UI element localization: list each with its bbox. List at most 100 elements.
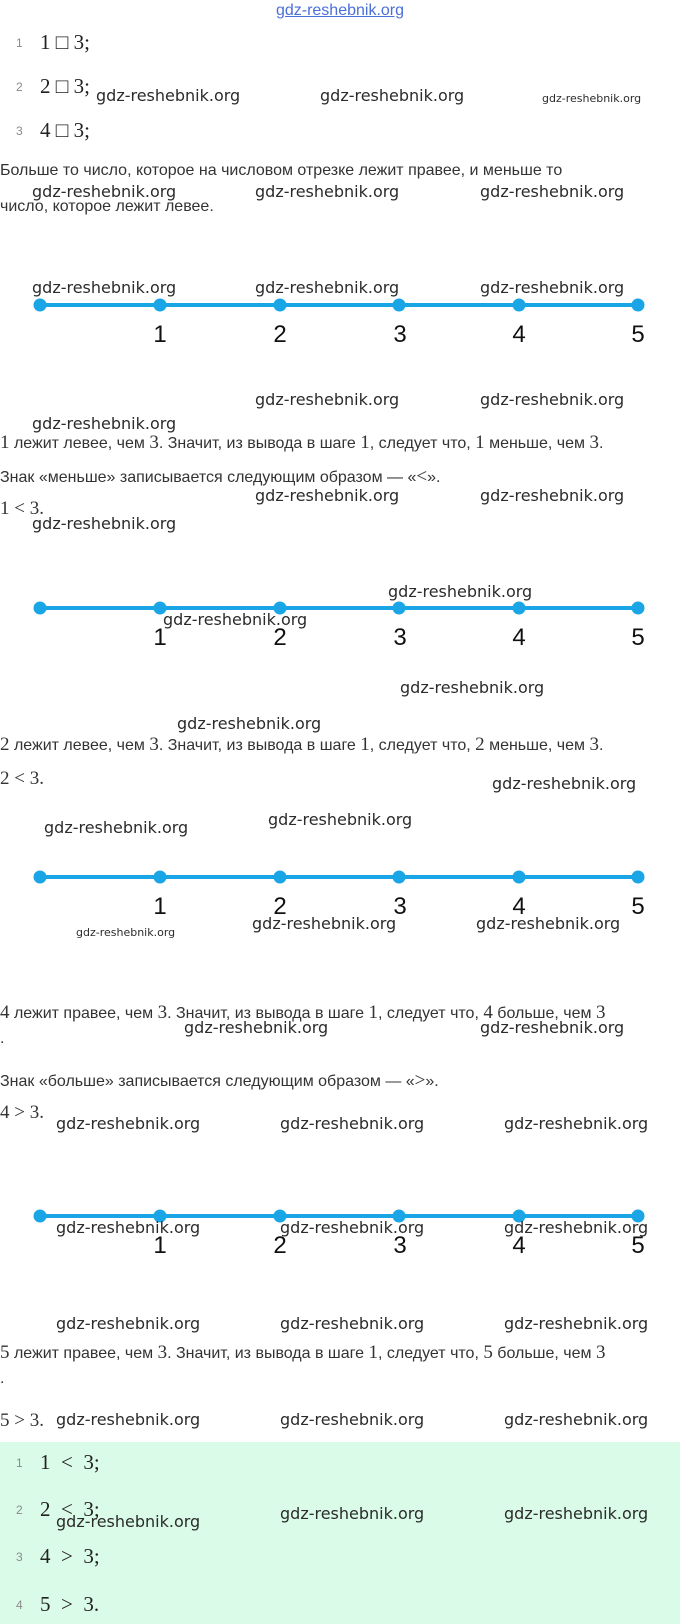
watermark: gdz-reshebnik.org (280, 1114, 425, 1133)
watermark: gdz-reshebnik.org (255, 278, 400, 297)
number-line-point (631, 870, 645, 884)
line-number: 1 (16, 36, 23, 50)
watermark: gdz-reshebnik.org (96, 86, 241, 105)
number-line-label: 3 (393, 1232, 407, 1259)
watermark: gdz-reshebnik.org (32, 278, 177, 297)
line-number: 2 (16, 80, 23, 94)
step2-explanation: 2 лежит левее, чем 3. Значит, из вывода … (0, 734, 604, 755)
line-number: 1 (16, 1456, 23, 1470)
task-expression: 4 □ 3; (40, 118, 91, 142)
watermark: gdz-reshebnik.org (163, 610, 308, 629)
number-line-label: 5 (631, 1232, 645, 1259)
watermark: gdz-reshebnik.org (56, 1410, 201, 1429)
watermark: gdz-reshebnik.org (504, 1114, 649, 1133)
number-line-label: 1 (153, 624, 167, 651)
greater-sign-note: Знак «больше» записывается следующим обр… (0, 1070, 439, 1091)
number-line-label: 3 (393, 624, 407, 651)
watermark: gdz-reshebnik.org (76, 926, 176, 939)
watermark: gdz-reshebnik.org (32, 182, 177, 201)
number-line: 1 2 3 4 5 (0, 1186, 680, 1259)
watermark: gdz-reshebnik.org (56, 1314, 201, 1333)
watermark: gdz-reshebnik.org (184, 1018, 329, 1037)
number-line: 1 2 3 4 5 (0, 847, 680, 920)
answer-block: 1 1 < 3; 2 2 < 3; 3 4 > 3; 4 5 > 3. (0, 1442, 680, 1624)
number-line-label: 4 (512, 321, 526, 348)
less-sign-note: Знак «меньше» записывается следующим обр… (0, 466, 441, 487)
task-expression: 1 □ 3; (40, 30, 91, 54)
watermark: gdz-reshebnik.org (280, 1410, 425, 1429)
number-line-label: 5 (631, 624, 645, 651)
number-line-label: 3 (393, 321, 407, 348)
step3-result: 4 > 3. (0, 1102, 44, 1123)
number-line-point (153, 870, 167, 884)
number-line-point (512, 601, 526, 615)
step4-explanation: 5 лежит правее, чем 3. Значит, из вывода… (0, 1342, 606, 1363)
number-line-point (392, 870, 406, 884)
number-line-point (392, 601, 406, 615)
watermark: gdz-reshebnik.org (480, 278, 625, 297)
line-number: 3 (16, 1550, 23, 1564)
number-line-point (273, 298, 287, 312)
watermark: gdz-reshebnik.org (44, 818, 189, 837)
number-line-label: 1 (153, 1232, 167, 1259)
task-expression: 2 □ 3; (40, 74, 91, 98)
watermark: gdz-reshebnik.org (252, 914, 397, 933)
line-number: 3 (16, 124, 23, 138)
number-line-label: 2 (273, 1232, 287, 1259)
number-line-label: 4 (512, 1232, 526, 1259)
number-line-graphic (33, 1209, 645, 1223)
number-line-point (33, 870, 47, 884)
watermark: gdz-reshebnik.org (32, 514, 177, 533)
number-line-label: 1 (153, 893, 167, 920)
watermark: gdz-reshebnik.org (280, 1504, 425, 1523)
watermark: gdz-reshebnik.org (255, 182, 400, 201)
watermark: gdz-reshebnik.org (480, 390, 625, 409)
watermark: gdz-reshebnik.org (504, 1314, 649, 1333)
line-number: 2 (16, 1503, 23, 1517)
number-line-label: 2 (273, 321, 287, 348)
answer-expression: 4 > 3; (40, 1544, 100, 1568)
watermark: gdz-reshebnik.org (504, 1218, 649, 1237)
number-line-label: 4 (512, 624, 526, 651)
number-line-point (273, 870, 287, 884)
watermark: gdz-reshebnik.org (255, 486, 400, 505)
number-line-point (153, 601, 167, 615)
step3-period: . (0, 1030, 5, 1047)
number-line-point (392, 1209, 406, 1223)
watermark: gdz-reshebnik.org (480, 182, 625, 201)
number-line-point (631, 298, 645, 312)
number-line: 1 2 3 4 5 (0, 275, 680, 348)
watermark: gdz-reshebnik.org (400, 678, 545, 697)
watermark: gdz-reshebnik.org (268, 810, 413, 829)
number-line: 1 2 3 4 5 (0, 578, 680, 651)
watermark: gdz-reshebnik.org (480, 486, 625, 505)
number-line-label: 1 (153, 321, 167, 348)
watermark: gdz-reshebnik.org (320, 86, 465, 105)
number-line-graphic (33, 870, 645, 884)
step2-result: 2 < 3. (0, 768, 44, 789)
watermark: gdz-reshebnik.org (388, 582, 533, 601)
number-line-label: 5 (631, 893, 645, 920)
number-line-point (153, 298, 167, 312)
watermark: gdz-reshebnik.org (56, 1512, 201, 1531)
site-link[interactable]: gdz-reshebnik.org (275, 2, 405, 19)
watermark: gdz-reshebnik.org (56, 1218, 201, 1237)
watermark: gdz-reshebnik.org (32, 414, 177, 433)
number-line-label: 5 (631, 321, 645, 348)
watermark: gdz-reshebnik.org (255, 390, 400, 409)
number-line-graphic (33, 298, 645, 312)
answer-expression: 2 < 3; (40, 1497, 100, 1521)
number-line-point (33, 298, 47, 312)
intro-line-2: число, которое лежит левее. (0, 198, 214, 215)
number-line-point (392, 298, 406, 312)
number-line-label: 4 (512, 893, 526, 920)
number-line-point (33, 601, 47, 615)
number-line-label: 2 (273, 893, 287, 920)
watermark: gdz-reshebnik.org (480, 1018, 625, 1037)
number-line-point (33, 1209, 47, 1223)
number-line-point (631, 601, 645, 615)
answer-expression: 1 < 3; (40, 1450, 100, 1474)
watermark: gdz-reshebnik.org (476, 914, 621, 933)
watermark: gdz-reshebnik.org (280, 1314, 425, 1333)
number-line-label: 2 (273, 624, 287, 651)
